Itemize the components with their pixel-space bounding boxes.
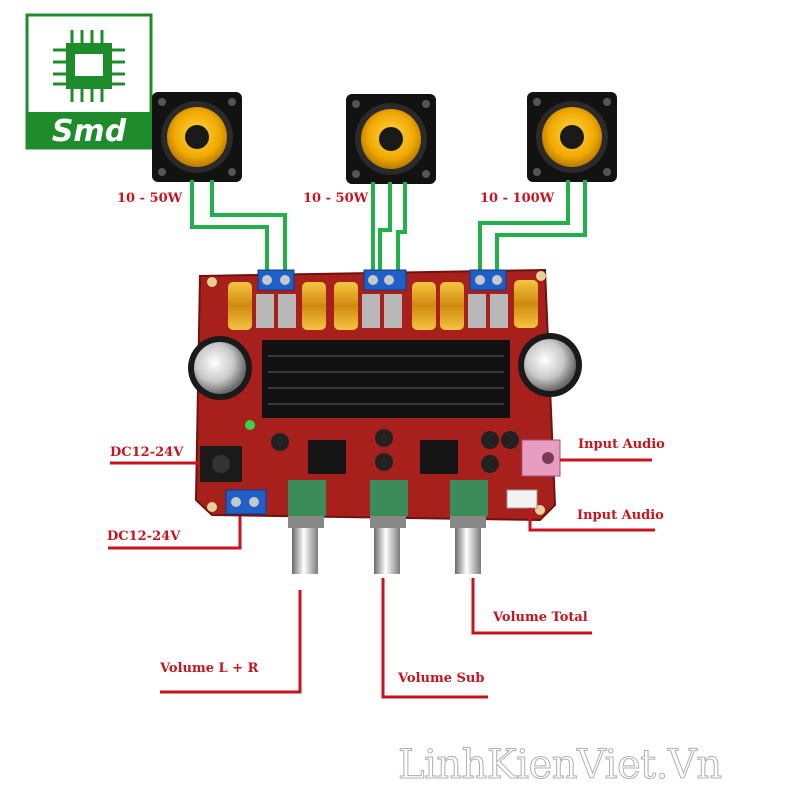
speaker-wires bbox=[190, 180, 587, 280]
volume-sub-label: Volume Sub bbox=[398, 671, 485, 686]
knob-volume-sub[interactable] bbox=[370, 516, 406, 574]
leader-lines bbox=[108, 458, 655, 699]
speaker-2-power-label: 10 - 50W bbox=[303, 191, 369, 206]
smd-logo: Smd bbox=[25, 13, 153, 150]
dc-jack-label: DC12-24V bbox=[110, 445, 184, 460]
speaker-1-power-label: 10 - 50W bbox=[117, 191, 183, 206]
volume-lr-label: Volume L + R bbox=[160, 661, 259, 676]
amplifier-board bbox=[188, 268, 582, 522]
dc-terminal-label: DC12-24V bbox=[107, 529, 181, 544]
volume-total-label: Volume Total bbox=[493, 610, 588, 625]
speaker-3 bbox=[527, 92, 617, 182]
knob-volume-lr[interactable] bbox=[288, 516, 324, 574]
watermark: LinhKienViet.Vn bbox=[398, 742, 723, 789]
knob-volume-total[interactable] bbox=[450, 516, 486, 574]
speaker-3-power-label: 10 - 100W bbox=[480, 191, 555, 206]
speaker-1 bbox=[152, 92, 242, 182]
input-audio-jack-label: Input Audio bbox=[578, 437, 665, 452]
input-audio-header-label: Input Audio bbox=[577, 508, 664, 523]
logo-text: Smd bbox=[52, 114, 127, 149]
speaker-2 bbox=[346, 94, 436, 184]
